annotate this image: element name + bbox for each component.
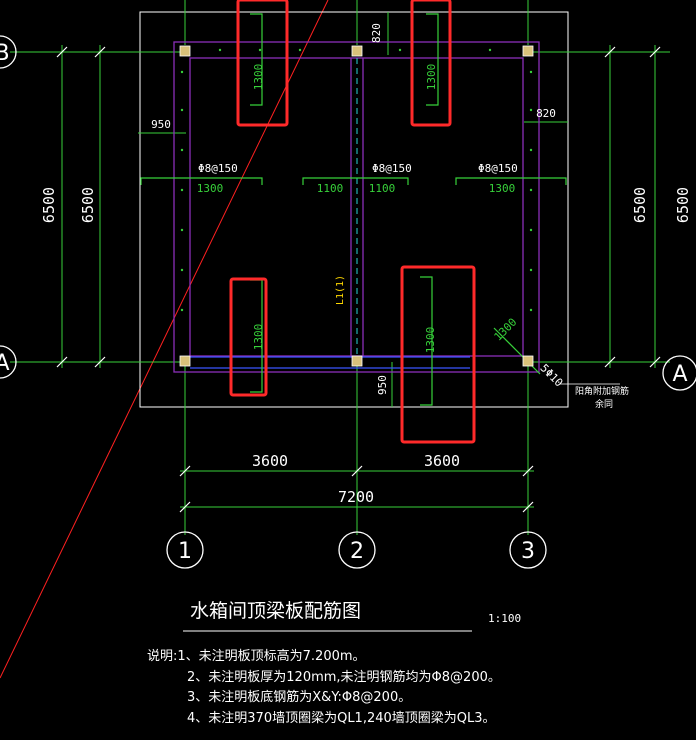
- highlight-boxes: [229, 0, 476, 444]
- corner-rebar-label: 5Φ10: [538, 362, 566, 390]
- dim-span-right: 3600: [424, 452, 460, 470]
- dim-offset-bottom: 950: [376, 375, 389, 395]
- rebar-len-bot-r: 1300: [424, 327, 437, 354]
- axis-bubble-A-left: [0, 345, 17, 379]
- rebar-len-bot-l: 1300: [252, 324, 265, 351]
- axis-label-A-left: A: [0, 351, 10, 376]
- dim-offset-top: 820: [370, 23, 383, 43]
- beam-label: L1(1): [335, 275, 346, 305]
- bottom-beam: [190, 356, 470, 369]
- dim-offset-right: 820: [536, 107, 556, 120]
- axis-bubble-1: [166, 531, 204, 569]
- rebar-spec-mid: Φ8@150: [372, 162, 412, 175]
- rebar-len-right: 1300: [489, 182, 516, 195]
- corner-note-1: 阳角附加钢筋: [575, 385, 629, 397]
- note-3: 3、未注明板底钢筋为X&Y:Φ8@200。: [187, 689, 411, 705]
- rebar-len-top-r: 1300: [425, 64, 438, 91]
- rebar-dots: [180, 48, 533, 312]
- dim-height-left-outer: 6500: [40, 187, 58, 223]
- rebar-spec-right: Φ8@150: [478, 162, 518, 175]
- rebar-len-top-l: 1300: [252, 64, 265, 91]
- dim-height-right-inner: 6500: [631, 187, 649, 223]
- axis-label-A-right: A: [672, 362, 687, 387]
- dim-span-left: 3600: [252, 452, 288, 470]
- slab-outline: [139, 11, 569, 408]
- grid-lines: [10, 0, 670, 535]
- axis-bubbles: [0, 35, 696, 569]
- rebar-len-left: 1300: [197, 182, 224, 195]
- dim-offset-left: 950: [151, 118, 171, 131]
- rebar-spec-left: Φ8@150: [198, 162, 238, 175]
- note-4: 4、未注明370墙顶圈梁为QL1,240墙顶圈梁为QL3。: [187, 711, 496, 726]
- rebar-len-mid-r: 1100: [369, 182, 396, 195]
- dim-total: 7200: [338, 488, 374, 506]
- axis-label-3: 3: [521, 539, 535, 564]
- rebar-lines: [140, 13, 567, 406]
- axis-bubble-A-right: [662, 355, 696, 391]
- dim-height-right-outer: 6500: [674, 187, 692, 223]
- axis-bubble-3: [509, 531, 547, 569]
- drawing-title: 水箱间顶梁板配筋图: [190, 600, 361, 622]
- drawing-scale: 1:100: [488, 612, 521, 625]
- axis-label-B: B: [0, 41, 10, 66]
- rebar-len-mid-l: 1100: [317, 182, 344, 195]
- axis-label-1: 1: [178, 539, 192, 564]
- dim-height-left-inner: 6500: [79, 187, 97, 223]
- corner-note-2: 余同: [595, 398, 613, 410]
- note-1: 说明:1、未注明板顶标高为7.200m。: [147, 648, 366, 664]
- axis-label-2: 2: [350, 539, 364, 564]
- axis-bubble-2: [338, 531, 376, 569]
- columns: [179, 45, 534, 367]
- note-2: 2、未注明板厚为120mm,未注明钢筋均为Φ8@200。: [187, 669, 501, 685]
- dimension-ticks: [56, 46, 661, 513]
- axis-bubble-B: [0, 35, 17, 69]
- construction-line: [0, 0, 329, 679]
